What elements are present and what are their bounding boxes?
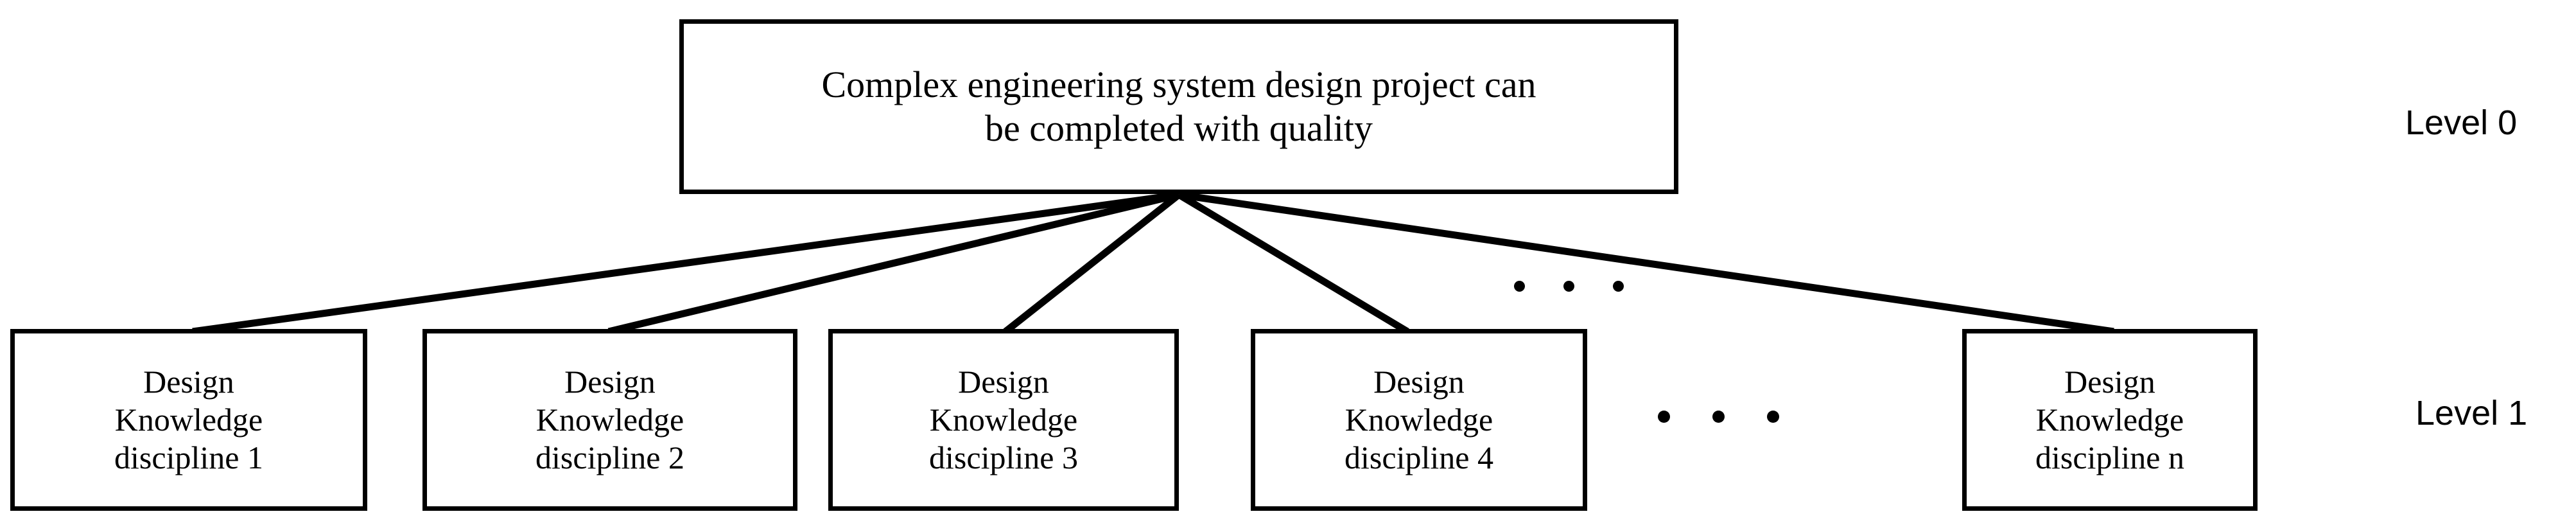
node-design-knowledge-discipline-3[interactable]: Design Knowledge discipline 3: [828, 329, 1179, 511]
node-leaf-label: Design Knowledge discipline 1: [114, 364, 263, 475]
node-leaf-label: Design Knowledge discipline 4: [1345, 364, 1493, 475]
node-design-knowledge-discipline-4[interactable]: Design Knowledge discipline 4: [1251, 329, 1587, 511]
edge-root-to-leaf-0: [192, 191, 1179, 335]
node-root[interactable]: Complex engineering system design projec…: [679, 19, 1678, 194]
ellipsis-dot: [1658, 411, 1670, 423]
edge-root-to-leaf-2: [1003, 191, 1181, 335]
edge-root-to-leaf-3: [1177, 191, 1409, 335]
level-label-0: Level 0: [2405, 103, 2518, 142]
node-design-knowledge-discipline-n[interactable]: Design Knowledge discipline n: [1962, 329, 2258, 511]
node-leaf-label: Design Knowledge discipline 3: [929, 364, 1078, 475]
ellipsis-dot: [1514, 281, 1525, 292]
level-label-1: Level 1: [2415, 394, 2528, 432]
ellipsis-upper-icon: [1514, 281, 1662, 292]
node-leaf-label: Design Knowledge discipline 2: [535, 364, 684, 475]
node-root-label: Complex engineering system design projec…: [821, 63, 1536, 149]
node-leaf-label: Design Knowledge discipline n: [2035, 364, 2184, 475]
ellipsis-dot: [1613, 281, 1624, 292]
ellipsis-dot: [1712, 411, 1725, 423]
ellipsis-lower-icon: [1658, 411, 1822, 423]
node-design-knowledge-discipline-2[interactable]: Design Knowledge discipline 2: [422, 329, 797, 511]
node-design-knowledge-discipline-1[interactable]: Design Knowledge discipline 1: [10, 329, 367, 511]
edge-root-to-leaf-4: [1178, 191, 2114, 335]
ellipsis-dot: [1563, 281, 1574, 292]
edge-root-to-leaf-1: [607, 191, 1180, 335]
ellipsis-dot: [1767, 411, 1779, 423]
